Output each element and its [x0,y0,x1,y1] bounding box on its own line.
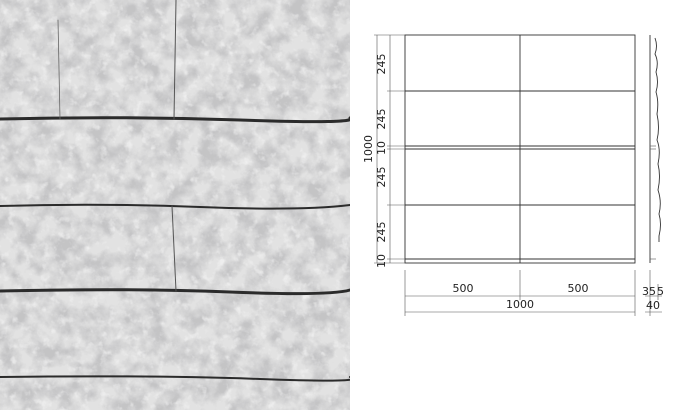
stone-seams [0,0,350,382]
dim-row3: 245 [375,167,388,188]
vertical-dimension [374,34,405,264]
dim-width-total: 1000 [506,298,534,311]
dim-gap1: 10 [375,141,388,155]
stone-panel-photo [0,0,350,410]
technical-drawing: 1000 245 245 10 245 245 10 500 500 1000 … [362,34,664,316]
dim-total-height: 1000 [362,135,375,163]
dim-profile-mid: 5 [657,285,664,298]
dim-gap2: 10 [375,254,388,268]
dim-width-left: 500 [453,282,474,295]
side-profile [645,35,662,316]
dim-row4: 245 [375,222,388,243]
dim-row1: 245 [375,54,388,75]
dim-profile-thick: 40 [646,299,660,312]
dim-profile-thin: 35 [642,285,656,298]
horizontal-dimension [404,270,636,316]
dim-row2: 245 [375,109,388,130]
panel-outline [404,34,636,264]
dim-width-right: 500 [568,282,589,295]
